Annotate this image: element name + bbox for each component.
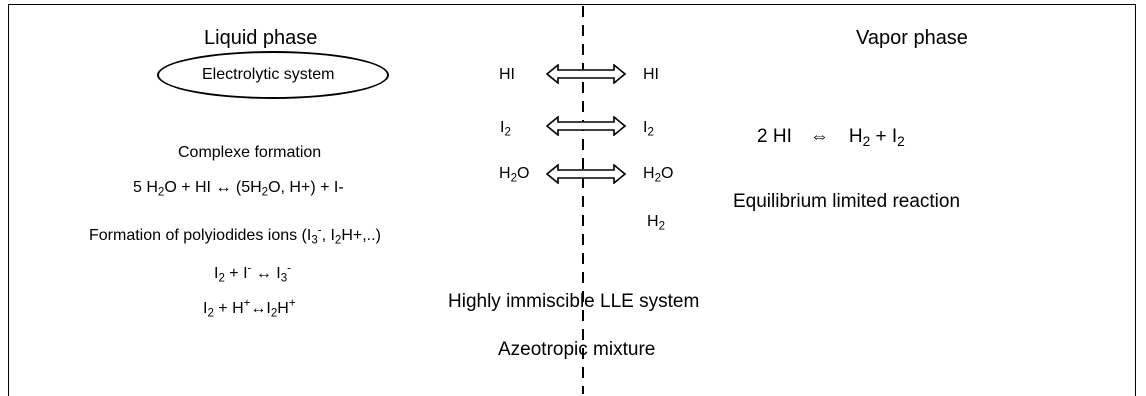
polyiodide-formation-heading: Formation of polyiodides ions (I3-, I2H+… xyxy=(89,224,381,247)
electrolytic-system-ellipse xyxy=(157,51,389,99)
hi-decomposition-reaction: 2 HI⇔H2 + I2 xyxy=(757,126,905,150)
complexe-formation-heading: Complexe formation xyxy=(178,144,322,161)
h2-vapor-label: H2 xyxy=(647,213,665,233)
h2o-exchange-arrow-icon xyxy=(546,164,626,184)
i2-exchange-arrow-icon xyxy=(546,116,626,136)
i2-liquid-side-label: I2 xyxy=(500,119,511,139)
triiodide-equation: I2 + I- ↔ I3- xyxy=(214,262,291,285)
equilibrium-arrow-icon: ⇔ xyxy=(809,126,829,147)
h2o-liquid-side-label: H2O xyxy=(499,165,530,185)
equilibrium-limited-reaction-label: Equilibrium limited reaction xyxy=(733,191,961,212)
lle-system-label: Highly immiscible LLE system xyxy=(448,291,700,312)
hi-exchange-arrow-icon xyxy=(546,64,626,84)
hi-liquid-side-label: HI xyxy=(499,66,515,83)
vapor-phase-title: Vapor phase xyxy=(856,27,968,49)
azeotropic-mixture-label: Azeotropic mixture xyxy=(498,339,656,360)
hi-vapor-side-label: HI xyxy=(643,66,659,83)
iodine-proton-equation: I2 + H+↔I2H+ xyxy=(203,297,296,320)
diagram-frame xyxy=(8,4,1136,396)
electrolytic-system-label: Electrolytic system xyxy=(202,66,335,83)
h2o-vapor-side-label: H2O xyxy=(643,165,674,185)
liquid-phase-title: Liquid phase xyxy=(204,27,318,49)
i2-vapor-side-label: I2 xyxy=(643,119,654,139)
complexe-formation-equation: 5 H2O + HI ↔ (5H2O, H+) + I- xyxy=(133,179,344,199)
